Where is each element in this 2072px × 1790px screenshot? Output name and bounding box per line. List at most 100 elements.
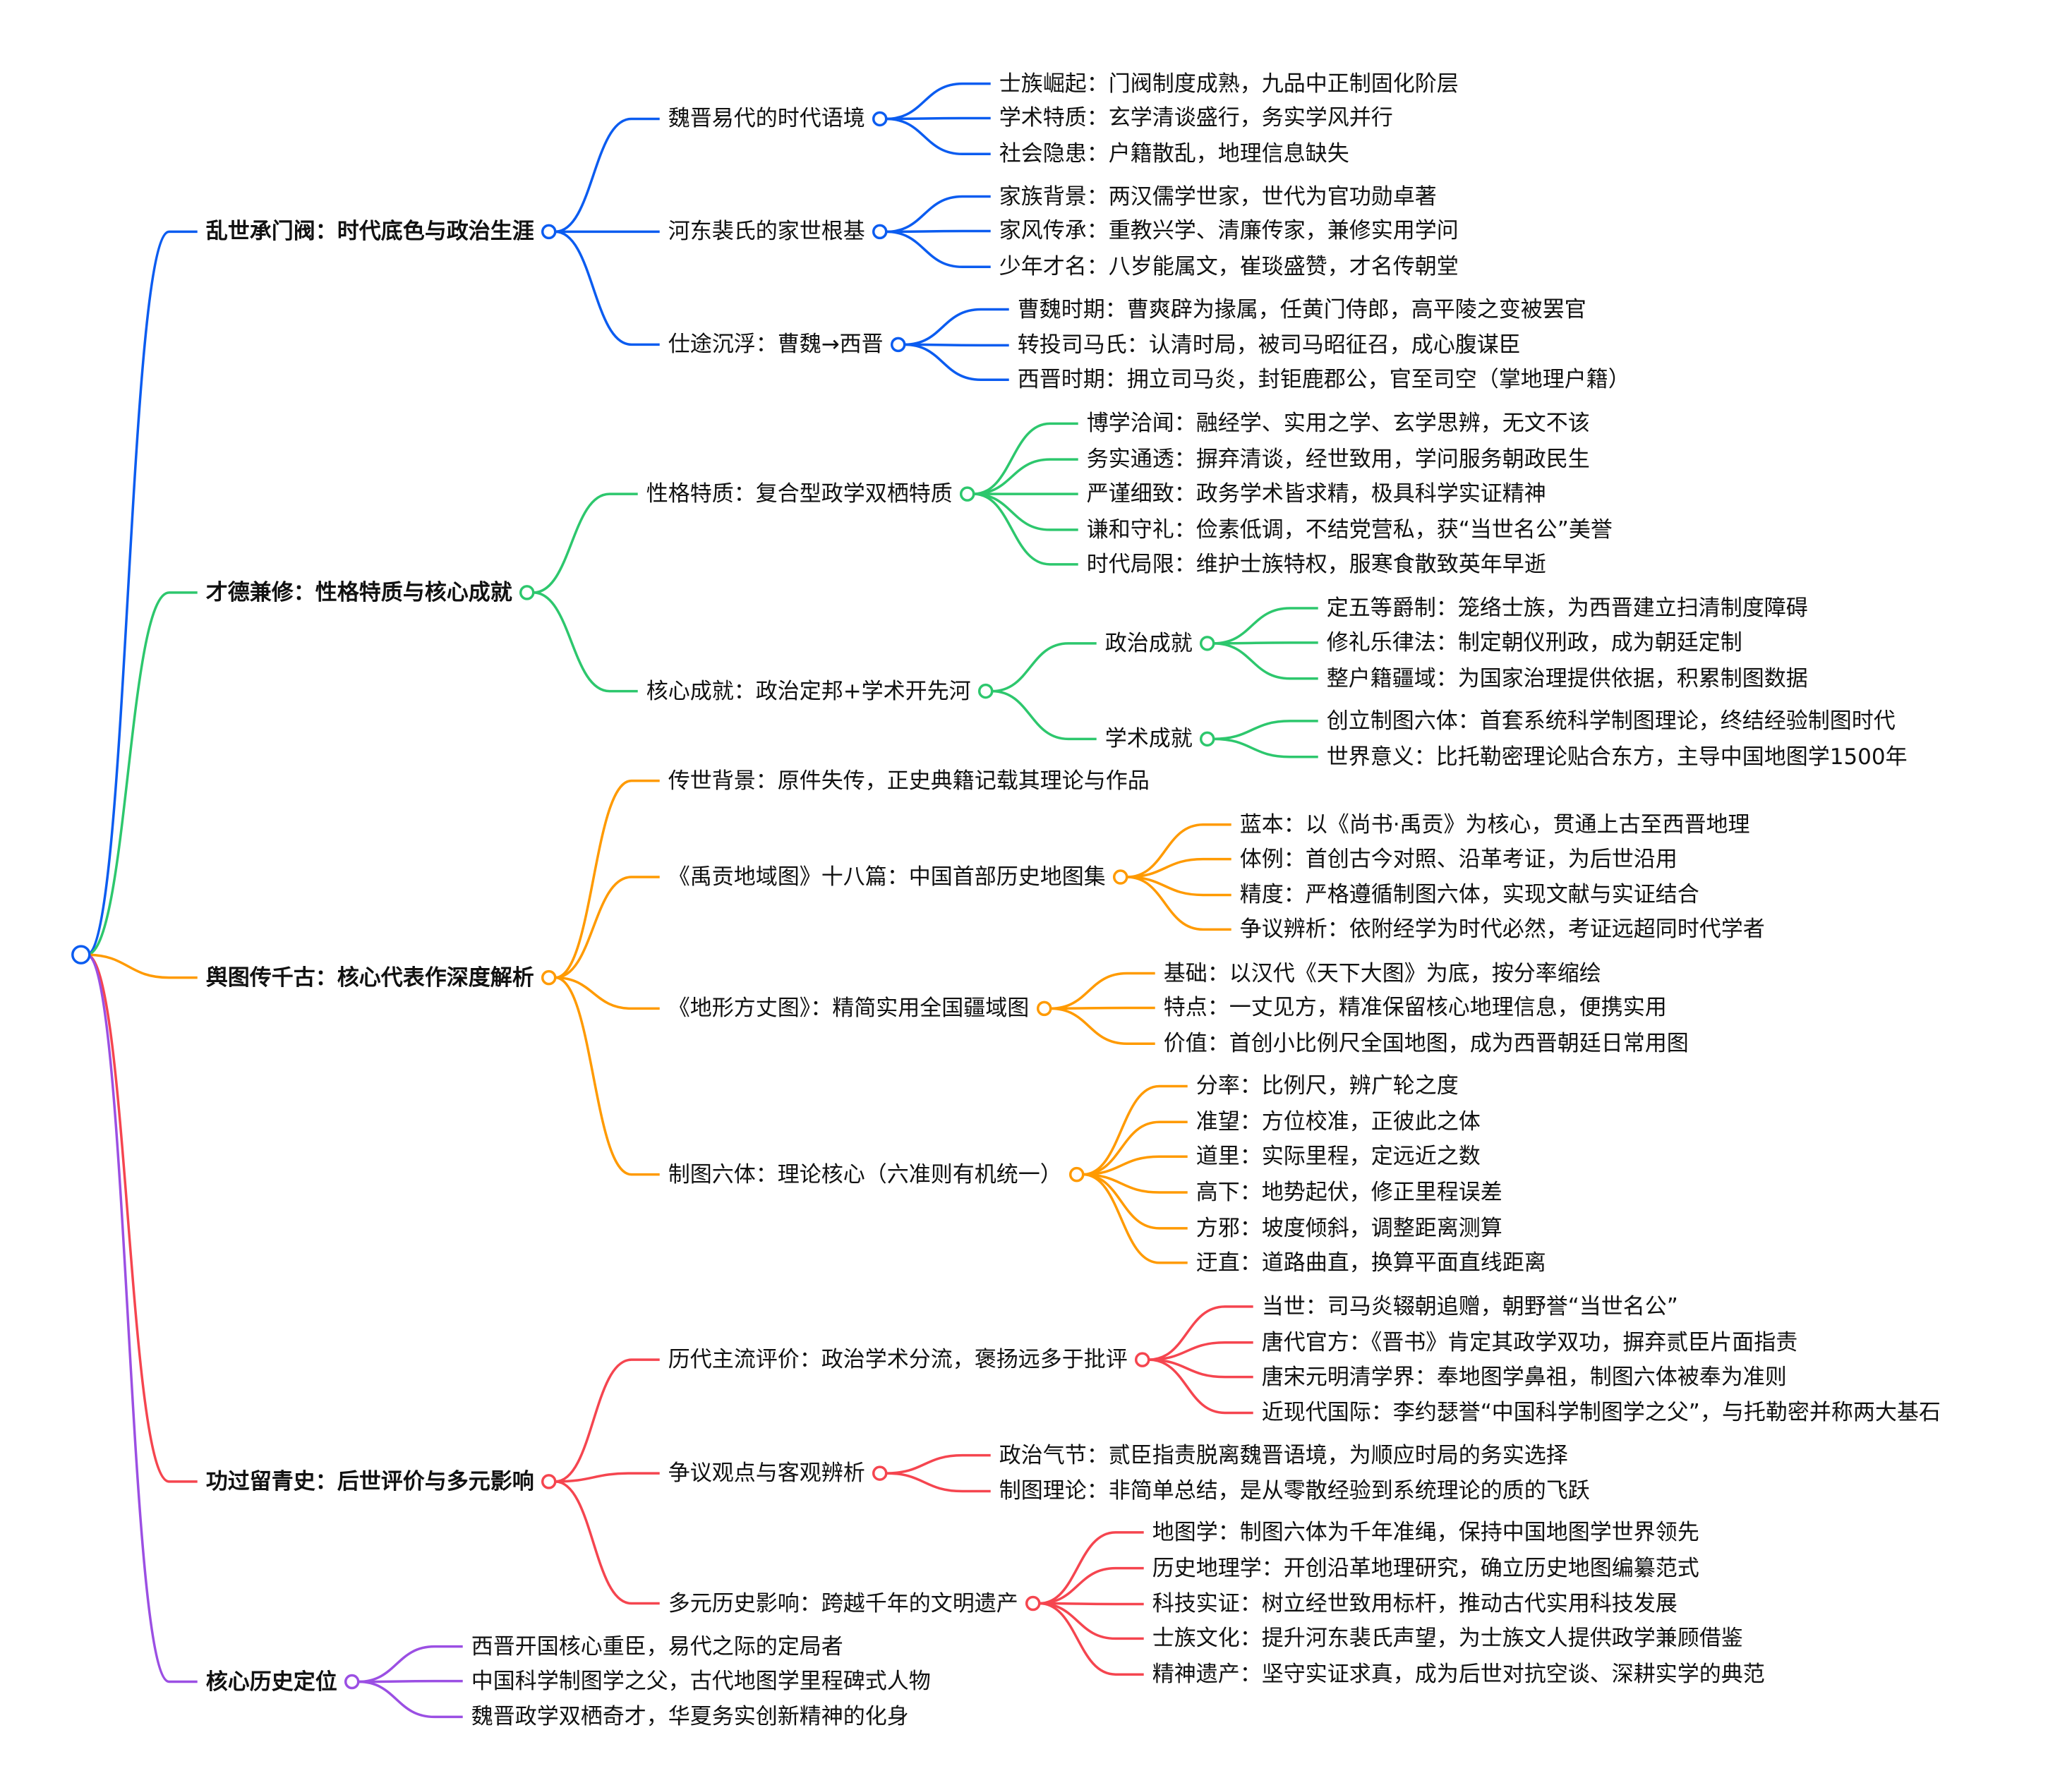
leaf-topic[interactable]: 地图学：制图六体为千年准绳，保持中国地图学世界领先 [1152, 1519, 1699, 1545]
connector-line [1126, 857, 1231, 878]
root-node-icon[interactable] [71, 945, 91, 964]
leaf-topic[interactable]: 转投司马氏：认清时局，被司马昭征召，成心腹谋臣 [1017, 332, 1521, 358]
collapse-toggle-icon[interactable] [959, 486, 975, 502]
collapse-toggle-icon[interactable] [1199, 731, 1215, 747]
leaf-topic[interactable]: 世界意义：比托勒密理论贴合东方，主导中国地图学1500年 [1326, 744, 1908, 770]
collapse-toggle-icon[interactable] [541, 969, 557, 986]
leaf-topic[interactable]: 士族崛起：门阀制度成熟，九品中正制固化阶层 [999, 71, 1459, 97]
leaf-topic[interactable]: 定五等爵制：笼络士族，为西晋建立扫清制度障碍 [1326, 595, 1808, 621]
subtopic[interactable]: 学术成就 [1104, 726, 1193, 752]
leaf-topic[interactable]: 历史地理学：开创沿革地理研究，确立历史地图编纂范式 [1152, 1555, 1699, 1581]
leaf-topic[interactable]: 精度：严格遵循制图六体，实现文献与实证结合 [1239, 882, 1699, 908]
collapse-toggle-icon[interactable] [1068, 1166, 1085, 1183]
subtopic[interactable]: 《地形方丈图》：精简实用全国疆域图 [668, 996, 1030, 1022]
leaf-topic[interactable]: 精神遗产：坚守实证求真，成为后世对抗空谈、深耕实学的典范 [1152, 1662, 1765, 1688]
subtopic[interactable]: 河东裴氏的家世根基 [668, 219, 865, 245]
collapse-toggle-icon[interactable] [541, 1474, 557, 1489]
connector-line [1213, 737, 1318, 758]
leaf-topic[interactable]: 近现代国际：李约瑟誉“中国科学制图学之父”，与托勒密并称两大基石 [1261, 1400, 1941, 1426]
connector-line [555, 976, 660, 1176]
collapse-toggle-icon[interactable] [541, 224, 557, 240]
collapse-toggle-icon[interactable] [872, 1465, 888, 1481]
leaf-topic[interactable]: 时代局限：维护士族特权，服寒食散致英年早逝 [1086, 551, 1546, 577]
leaf-topic[interactable]: 少年才名：八岁能属文，崔琰盛赞，才名传朝堂 [999, 254, 1459, 280]
connector-line [1050, 1007, 1155, 1045]
leaf-topic[interactable]: 方邪：坡度倾斜，调整距离测算 [1195, 1215, 1502, 1241]
connector-line [1083, 1173, 1188, 1194]
leaf-topic[interactable]: 家族背景：两汉儒学世家，世代为官功勋卓著 [999, 183, 1437, 210]
leaf-topic[interactable]: 博学洽闻：融经学、实用之学、玄学思辨，无文不该 [1086, 411, 1590, 437]
connector-line [1039, 1531, 1144, 1605]
leaf-topic[interactable]: 西晋开国核心重臣，易代之际的定局者 [471, 1633, 843, 1659]
connector-line [555, 976, 660, 1010]
collapse-toggle-icon[interactable] [1112, 869, 1128, 885]
branch-topic[interactable]: 功过留青史：后世评价与多元影响 [205, 1468, 534, 1494]
leaf-topic[interactable]: 制图理论：非简单总结，是从零散经验到系统理论的质的飞跃 [999, 1478, 1590, 1504]
collapse-toggle-icon[interactable] [1134, 1352, 1150, 1367]
collapse-toggle-icon[interactable] [977, 683, 994, 699]
subtopic[interactable]: 魏晋易代的时代语境 [668, 106, 865, 132]
collapse-toggle-icon[interactable] [890, 337, 906, 353]
leaf-topic[interactable]: 魏晋政学双栖奇才，华夏务实创新精神的化身 [471, 1704, 909, 1730]
leaf-topic[interactable]: 务实通透：摒弃清谈，经世致用，学问服务朝政民生 [1086, 447, 1590, 473]
subtopic[interactable]: 核心成就：政治定邦+学术开先河 [646, 678, 971, 704]
collapse-toggle-icon[interactable] [519, 585, 535, 600]
leaf-topic[interactable]: 科技实证：树立经世致用标杆，推动古代实用科技发展 [1152, 1591, 1678, 1617]
collapse-toggle-icon[interactable] [1025, 1595, 1041, 1611]
collapse-toggle-icon[interactable] [1199, 636, 1215, 651]
subtopic[interactable]: 性格特质：复合型政学双栖特质 [646, 481, 953, 507]
connector-line [1148, 1305, 1253, 1361]
branch-topic[interactable]: 舆图传千古：核心代表作深度解析 [205, 964, 534, 991]
leaf-topic[interactable]: 严谨细致：政务学术皆求精，极具科学实证精神 [1086, 481, 1546, 507]
leaf-topic[interactable]: 修礼乐律法：制定朝仪刑政，成为朝廷定制 [1326, 629, 1742, 655]
leaf-topic[interactable]: 中国科学制图学之父，古代地图学里程碑式人物 [471, 1668, 931, 1694]
subtopic[interactable]: 多元历史影响：跨越千年的文明遗产 [668, 1590, 1018, 1616]
leaf-topic[interactable]: 体例：首创古今对照、沿革考证，为后世沿用 [1239, 846, 1678, 872]
connector-line [1126, 876, 1231, 897]
branch-topic[interactable]: 才德兼修：性格特质与核心成就 [205, 579, 512, 605]
leaf-topic[interactable]: 传世背景：原件失传，正史典籍记载其理论与作品 [668, 768, 1150, 794]
leaf-topic[interactable]: 创立制图六体：首套系统科学制图理论，终结经验制图时代 [1326, 708, 1896, 734]
leaf-topic[interactable]: 基础：以汉代《天下大图》为底，按分率缩绘 [1163, 960, 1601, 986]
leaf-topic[interactable]: 当世：司马炎辍朝追赠，朝野誉“当世名公” [1261, 1293, 1678, 1319]
leaf-topic[interactable]: 谦和守礼：俭素低调，不结党营私，获“当世名公”美誉 [1086, 516, 1613, 543]
leaf-topic[interactable]: 社会隐患：户籍散乱，地理信息缺失 [999, 141, 1349, 167]
leaf-topic[interactable]: 曹魏时期：曹爽辟为掾属，任黄门侍郎，高平陵之变被罢官 [1017, 296, 1586, 322]
subtopic[interactable]: 《禹贡地域图》十八篇：中国首部历史地图集 [668, 864, 1106, 890]
leaf-topic[interactable]: 家风传承：重教兴学、清廉传家，兼修实用学问 [999, 218, 1459, 244]
leaf-topic[interactable]: 分率：比例尺，辨广轮之度 [1195, 1073, 1459, 1099]
connector-line [973, 422, 1078, 495]
subtopic[interactable]: 历代主流评价：政治学术分流，褒扬远多于批评 [668, 1347, 1128, 1373]
connector-line [886, 117, 991, 156]
leaf-topic[interactable]: 蓝本：以《尚书·禹贡》为核心，贯通上古至西晋地理 [1239, 811, 1750, 837]
leaf-topic[interactable]: 价值：首创小比例尺全国地图，成为西晋朝廷日常用图 [1163, 1031, 1689, 1057]
leaf-topic[interactable]: 唐代官方：《晋书》肯定其政学双功，摒弃贰臣片面指责 [1261, 1329, 1798, 1355]
subtopic[interactable]: 制图六体：理论核心（六准则有机统一） [668, 1161, 1062, 1187]
collapse-toggle-icon[interactable] [872, 111, 888, 127]
leaf-topic[interactable]: 争议辨析：依附经学为时代必然，考证远超同时代学者 [1239, 917, 1765, 943]
connector-line [555, 117, 660, 234]
branch-topic[interactable]: 乱世承门阀：时代底色与政治生涯 [205, 219, 534, 245]
collapse-toggle-icon[interactable] [1036, 1000, 1052, 1017]
leaf-topic[interactable]: 整户籍疆域：为国家治理提供依据，积累制图数据 [1326, 665, 1808, 691]
leaf-topic[interactable]: 唐宋元明清学界：奉地图学鼻祖，制图六体被奉为准则 [1261, 1364, 1787, 1390]
leaf-topic[interactable]: 学术特质：玄学清谈盛行，务实学风并行 [999, 105, 1393, 131]
subtopic[interactable]: 仕途沉浮：曹魏→西晋 [668, 332, 884, 358]
connector-line [992, 642, 1097, 693]
subtopic[interactable]: 政治成就 [1104, 630, 1193, 656]
leaf-topic[interactable]: 高下：地势起伏，修正里程误差 [1195, 1180, 1502, 1206]
leaf-topic[interactable]: 士族文化：提升河东裴氏声望，为士族文人提供政学兼顾借鉴 [1152, 1626, 1743, 1652]
leaf-topic[interactable]: 道里：实际里程，定远近之数 [1195, 1144, 1481, 1170]
branch-topic[interactable]: 核心历史定位 [205, 1669, 337, 1695]
collapse-toggle-icon[interactable] [344, 1674, 360, 1690]
connector-line [1148, 1341, 1253, 1361]
collapse-toggle-icon[interactable] [872, 224, 888, 240]
leaf-topic[interactable]: 政治气节：贰臣指责脱离魏晋语境，为顺应时局的务实选择 [999, 1442, 1568, 1468]
leaf-topic[interactable]: 准望：方位校准，正彼此之体 [1195, 1109, 1481, 1135]
leaf-topic[interactable]: 特点：一丈见方，精准保留核心地理信息，便携实用 [1163, 995, 1667, 1021]
leaf-topic[interactable]: 西晋时期：拥立司马炎，封钜鹿郡公，官至司空（掌地理户籍） [1017, 367, 1630, 393]
subtopic[interactable]: 争议观点与客观辨析 [668, 1461, 865, 1487]
leaf-topic[interactable]: 迂直：道路曲直，换算平面直线距离 [1195, 1250, 1546, 1276]
connector-line [86, 591, 198, 956]
